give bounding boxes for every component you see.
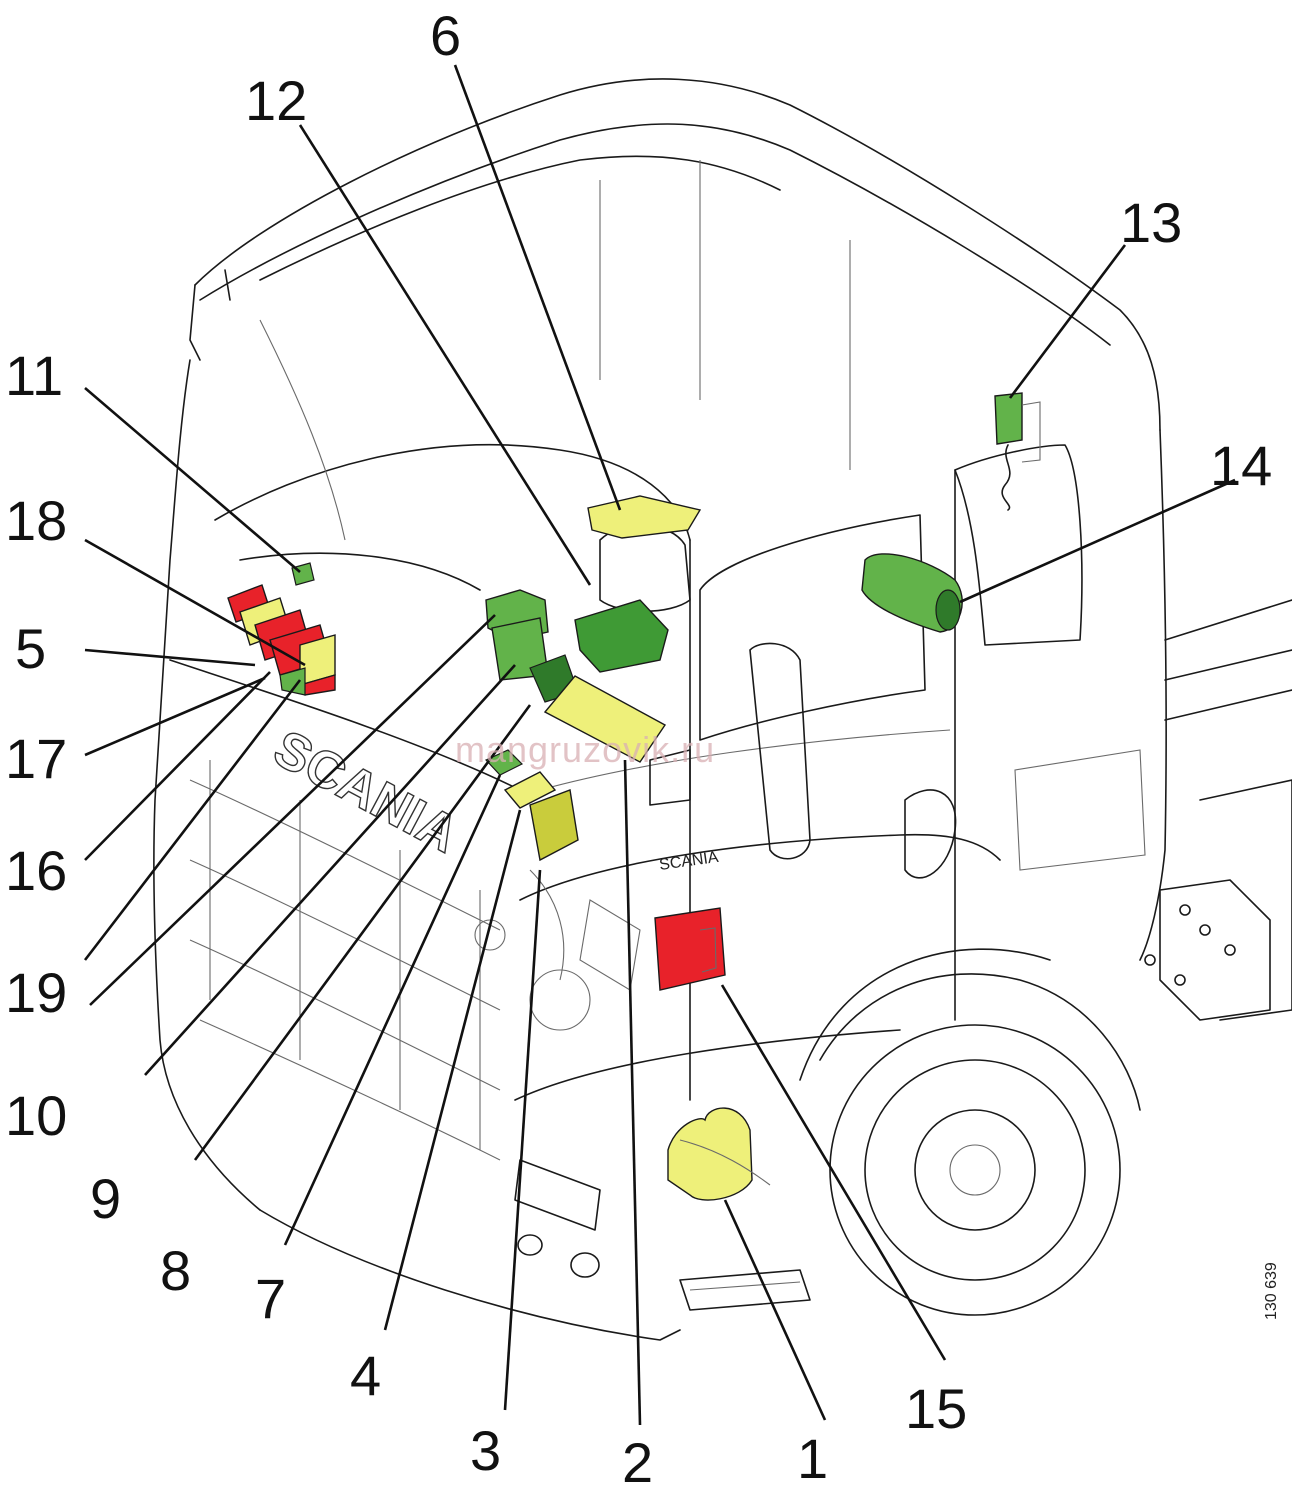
component-3 — [529, 789, 579, 862]
callout-18: 18 — [5, 489, 67, 552]
component-shapes — [227, 392, 1041, 1201]
callout-13: 13 — [1120, 191, 1182, 254]
callout-19: 19 — [5, 961, 67, 1024]
central-electric-unit — [227, 584, 336, 696]
component-6 — [587, 495, 702, 539]
callout-7: 7 — [255, 1267, 286, 1330]
callout-9: 9 — [90, 1167, 121, 1230]
component-1 — [667, 1107, 753, 1201]
callout-11: 11 — [5, 344, 63, 407]
callout-12: 12 — [245, 69, 307, 132]
callout-4: 4 — [350, 1344, 381, 1407]
callout-10: 10 — [5, 1084, 67, 1147]
callout-3: 3 — [470, 1419, 501, 1482]
callout-14: 14 — [1210, 434, 1272, 497]
callout-1: 1 — [797, 1427, 828, 1490]
callout-numbers: 1 2 3 4 5 6 7 8 9 10 11 12 13 14 15 16 1… — [5, 4, 1272, 1494]
figure-reference-number: 130 639 — [1263, 1262, 1280, 1320]
callout-15: 15 — [905, 1377, 967, 1440]
watermark-text: mangruzovik.ru — [455, 729, 715, 770]
component-4 — [503, 771, 557, 809]
callout-17: 17 — [5, 727, 67, 790]
component-7 — [484, 749, 524, 776]
callout-5: 5 — [15, 617, 46, 680]
callout-2: 2 — [622, 1431, 653, 1494]
component-15 — [654, 907, 726, 991]
leader-lines — [83, 64, 1236, 1426]
callout-16: 16 — [5, 839, 67, 902]
component-13 — [994, 392, 1023, 445]
callout-8: 8 — [160, 1239, 191, 1302]
component-12 — [574, 599, 669, 673]
callout-6: 6 — [430, 4, 461, 67]
component-2 — [543, 675, 667, 763]
